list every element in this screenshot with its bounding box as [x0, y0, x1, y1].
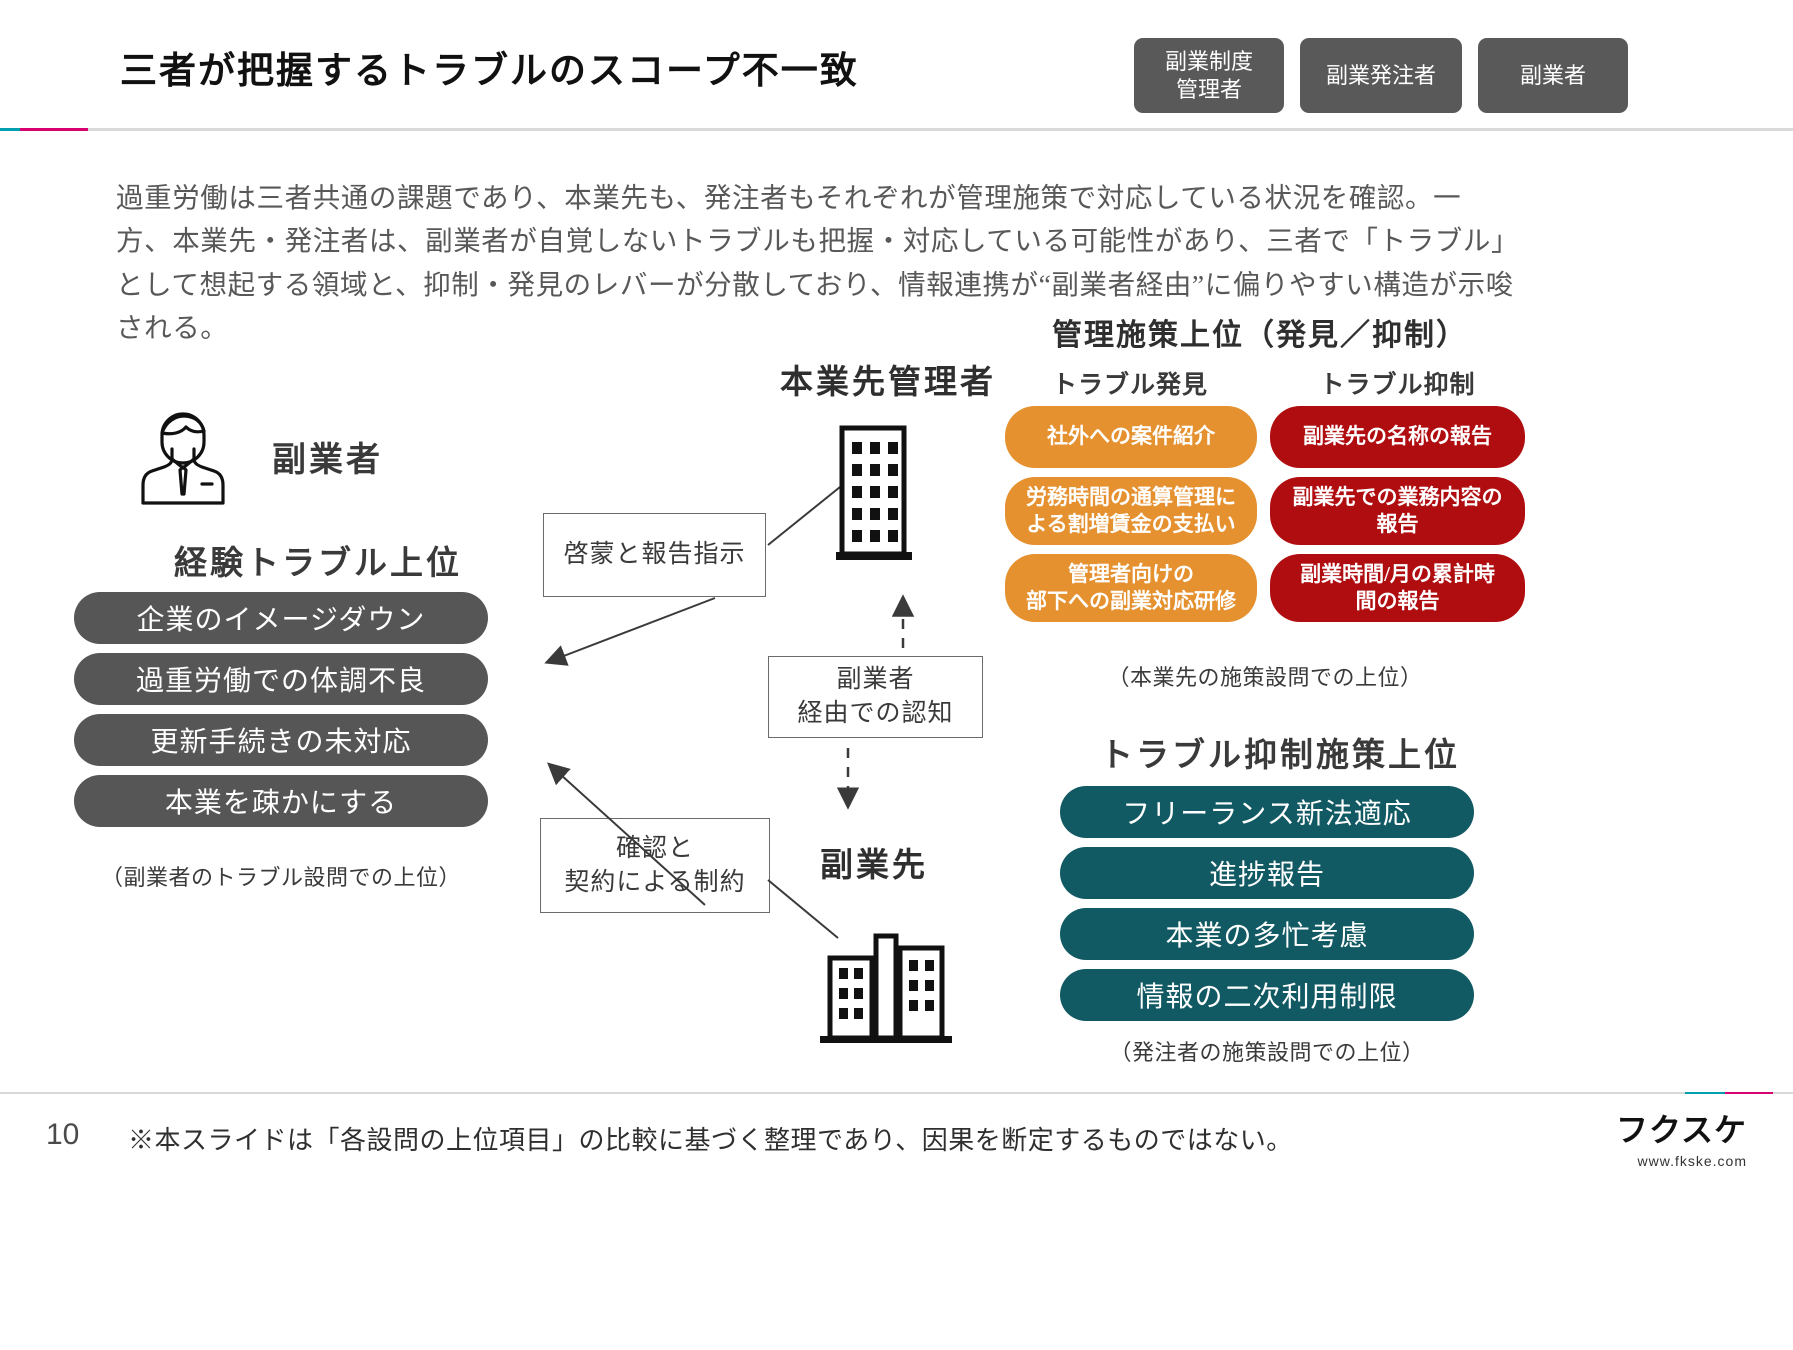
list-item: 本業を疎かにする	[74, 775, 488, 827]
footer-accent-magenta	[1725, 1092, 1773, 1094]
list-item: 本業の多忙考慮	[1060, 908, 1474, 960]
list-item: 管理者向けの 部下への副業対応研修	[1005, 554, 1257, 622]
flow-box-enlighten: 啓蒙と報告指示	[543, 513, 766, 597]
sidejob-worker-avatar-icon	[128, 402, 238, 512]
brand-logo: フクスケ www.fkske.com	[1616, 1105, 1747, 1169]
list-item: 進捗報告	[1060, 847, 1474, 899]
mgmt-caption: （本業先の施策設問での上位）	[1107, 665, 1423, 690]
main-employer-label: 本業先管理者	[780, 365, 996, 401]
curb-section-title: トラブル抑制施策上位	[1100, 738, 1460, 774]
header-divider	[0, 128, 1793, 131]
header-accent-magenta	[20, 128, 88, 131]
mgmt-col-head-find: トラブル発見	[1051, 372, 1208, 399]
flow-box-via-worker: 副業者 経由での認知	[768, 656, 983, 738]
list-item: 副業先の名称の報告	[1270, 406, 1525, 468]
tag-sidejob-worker[interactable]: 副業者	[1478, 38, 1628, 113]
brand-name: フクスケ	[1615, 1112, 1747, 1148]
list-item: 企業のイメージダウン	[74, 592, 488, 644]
brand-url: www.fkske.com	[1637, 1153, 1747, 1169]
list-item: 社外への案件紹介	[1005, 406, 1257, 468]
mgmt-section-title: 管理施策上位（発見／抑制）	[1052, 319, 1468, 352]
list-item: 副業時間/月の累計時 間の報告	[1270, 554, 1525, 622]
experienced-trouble-list: 企業のイメージダウン 過重労働での体調不良 更新手続きの未対応 本業を疎かにする	[74, 592, 488, 836]
list-item: 更新手続きの未対応	[74, 714, 488, 766]
flow-box-contract: 確認と 契約による制約	[540, 818, 770, 913]
mgmt-col-head-curb: トラブル抑制	[1319, 372, 1476, 399]
left-section-heading: 経験トラブル上位	[174, 546, 462, 582]
list-item: 副業先での業務内容の 報告	[1270, 477, 1525, 545]
trouble-curb-list: 副業先の名称の報告 副業先での業務内容の 報告 副業時間/月の累計時 間の報告	[1270, 406, 1525, 631]
footer-accent-teal	[1685, 1092, 1725, 1094]
lead-paragraph: 過重労働は三者共通の課題であり、本業先も、発注者もそれぞれが管理施策で対応してい…	[116, 182, 1514, 344]
tag-sidejob-client[interactable]: 副業発注者	[1299, 38, 1462, 113]
list-item: 過重労働での体調不良	[74, 653, 488, 705]
page-number: 10	[46, 1118, 80, 1151]
footnote: ※本スライドは「各設問の上位項目」の比較に基づく整理であり、因果を断定するもので…	[128, 1126, 1293, 1155]
left-caption: （副業者のトラブル設問での上位）	[100, 865, 461, 890]
persona-tag-row: 副業制度 管理者 副業発注者 副業者	[1133, 38, 1628, 113]
curb-measures-list: フリーランス新法適応 進捗報告 本業の多忙考慮 情報の二次利用制限	[1060, 786, 1474, 1030]
list-item: 労務時間の通算管理に よる割増賃金の支払い	[1005, 477, 1257, 545]
list-item: フリーランス新法適応	[1060, 786, 1474, 838]
list-item: 情報の二次利用制限	[1060, 969, 1474, 1021]
tag-sidejob-admin[interactable]: 副業制度 管理者	[1133, 38, 1284, 113]
sub-employer-label: 副業先	[820, 848, 928, 884]
curb-caption: （発注者の施策設問での上位）	[1109, 1040, 1425, 1065]
trouble-find-list: 社外への案件紹介 労務時間の通算管理に よる割増賃金の支払い 管理者向けの 部下…	[1005, 406, 1257, 631]
left-persona-label: 副業者	[272, 442, 383, 479]
header-accent-teal	[0, 128, 20, 131]
page-title: 三者が把握するトラブルのスコープ不一致	[120, 51, 859, 92]
footer-divider	[0, 1092, 1793, 1094]
